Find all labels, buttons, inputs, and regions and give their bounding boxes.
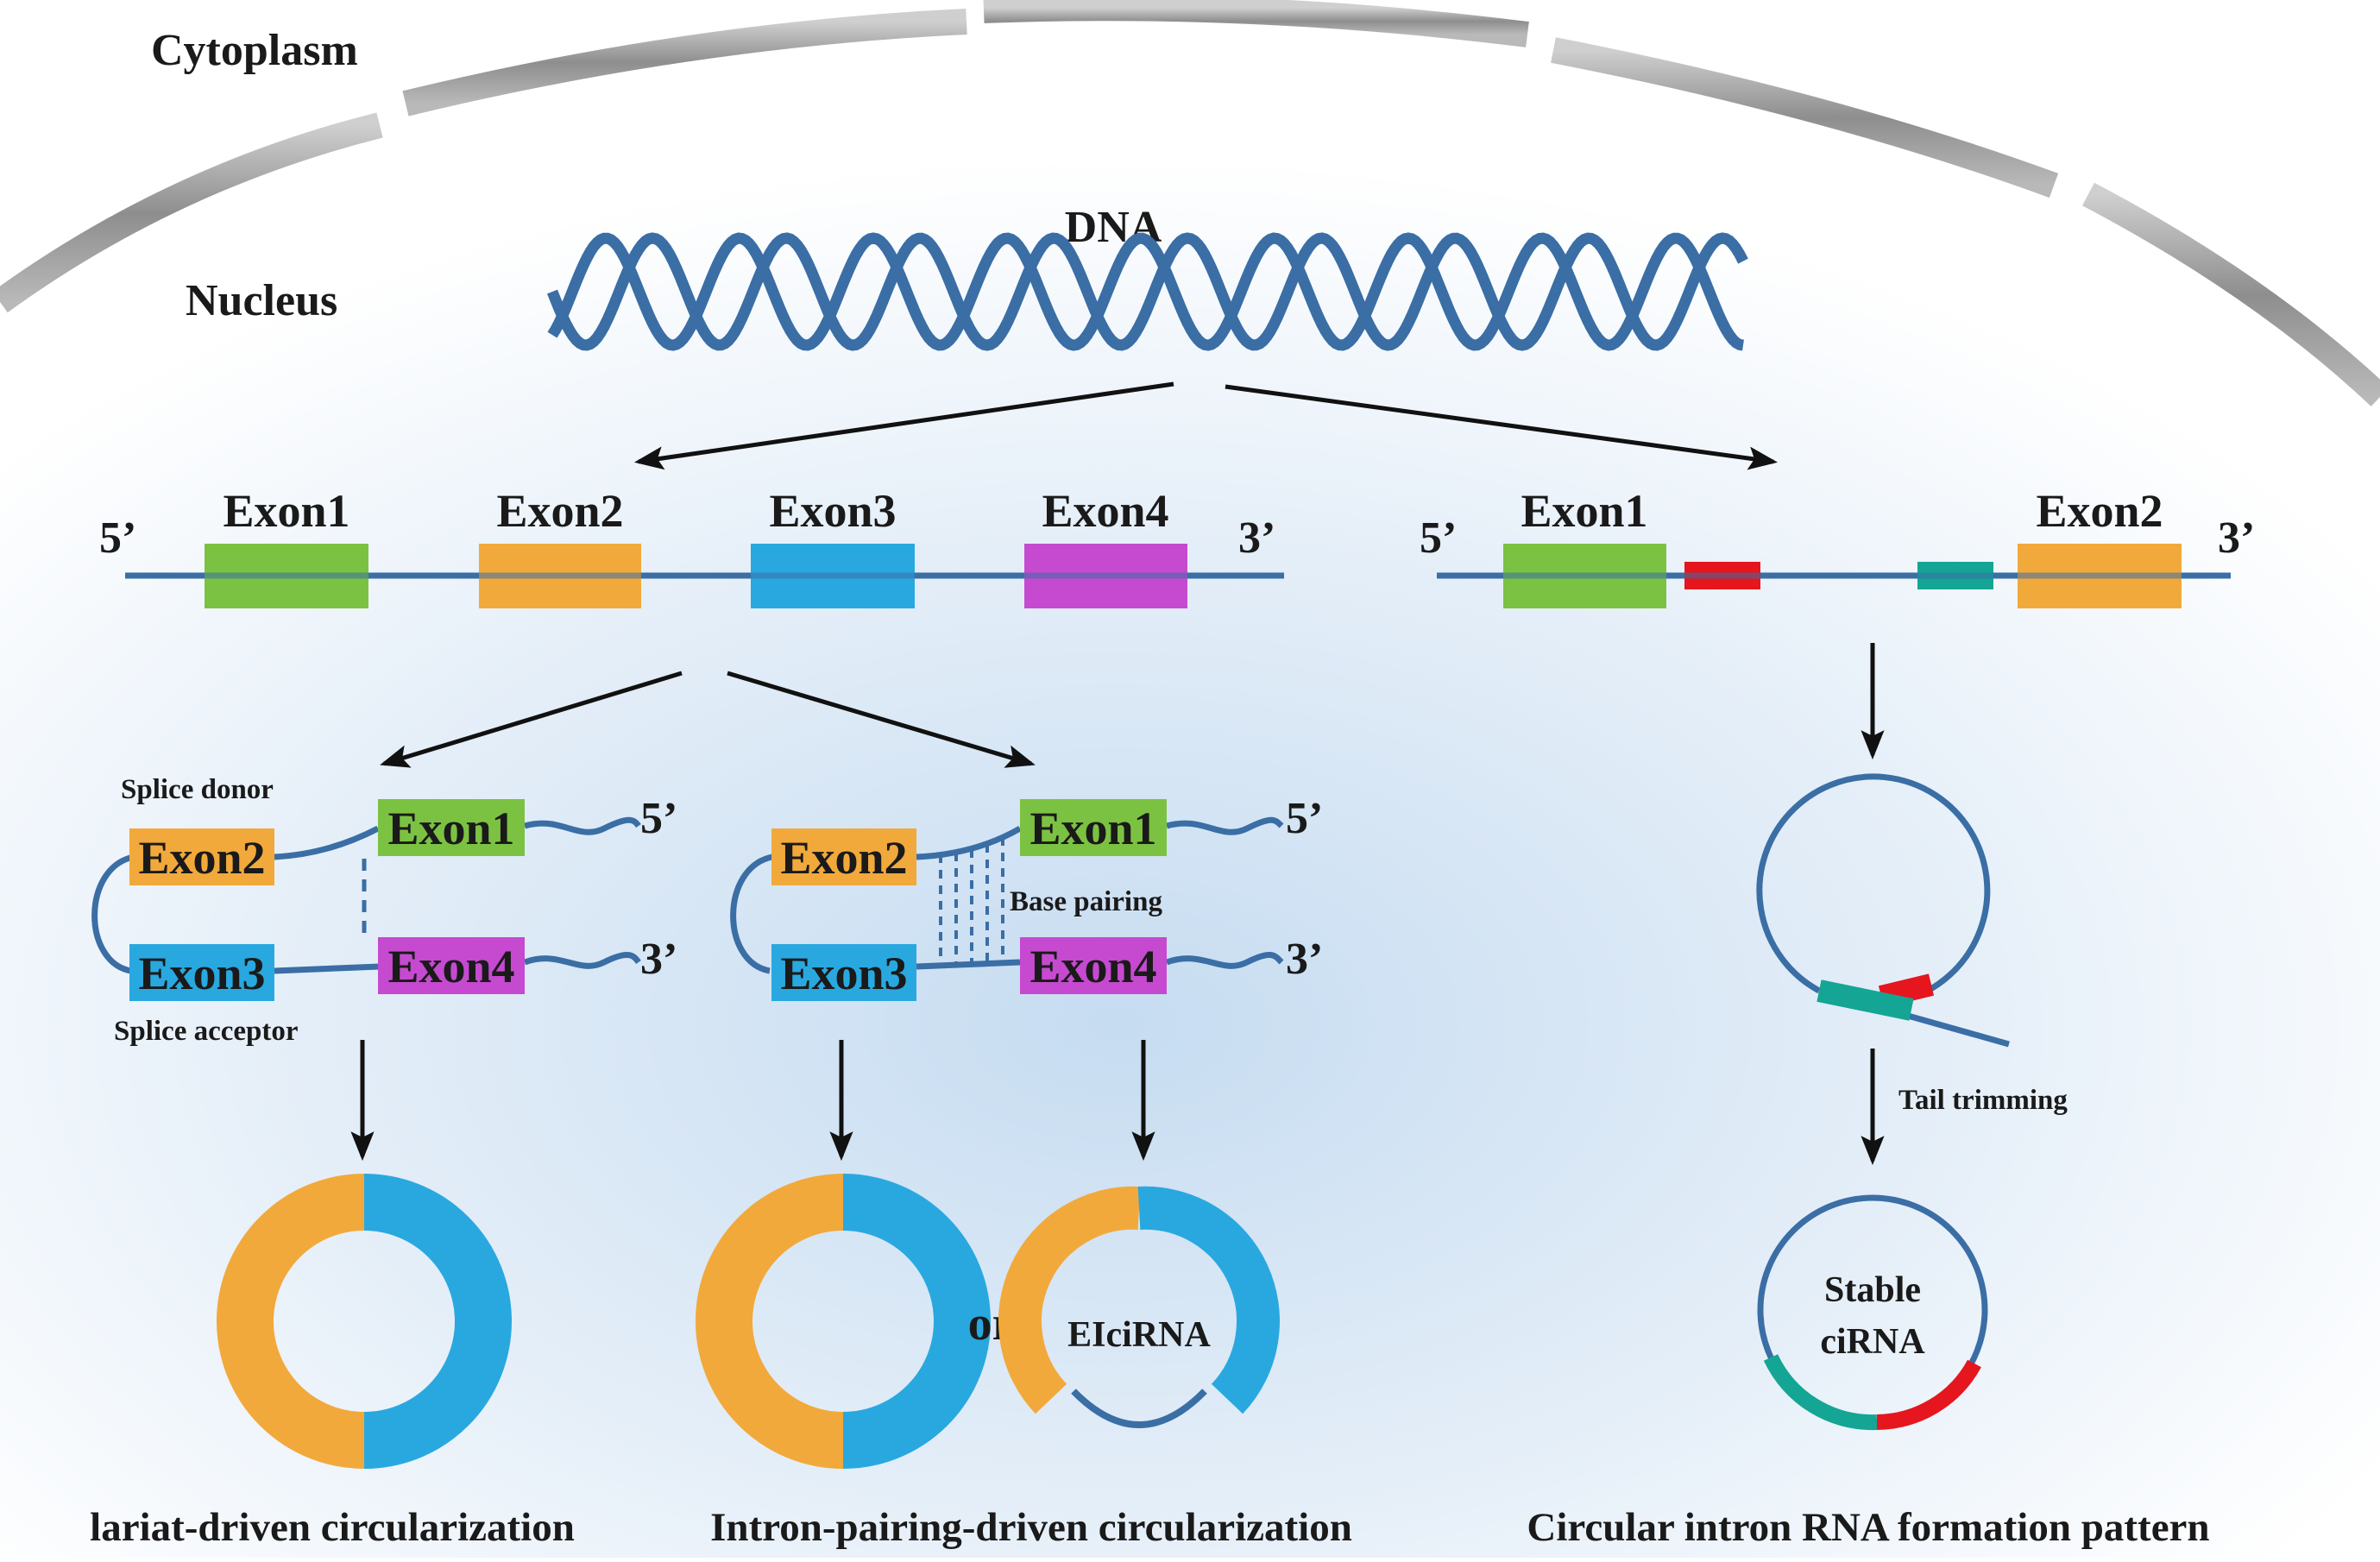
pairing-exon1-label: Exon1 [1029,803,1156,854]
lariat-exon4-label: Exon4 [387,941,514,992]
tail-trimming-label: Tail trimming [1898,1085,2068,1116]
base-pairing-lines [939,837,1004,965]
pairing-exon4-label: Exon4 [1029,941,1156,992]
right-gene-five-prime: 5’ [1420,513,1457,563]
circular-intron-mechanism: Tail trimming Stable ciRNA Circular intr… [1527,643,2210,1550]
splice-donor-label: Splice donor [121,774,274,805]
base-pairing-label: Base pairing [1010,886,1162,917]
left-gene-five-prime: 5’ [99,513,136,563]
right-gene-three-prime: 3’ [2218,513,2255,563]
pairing-ecircrna-ring [696,1174,991,1469]
right-gene-exon2: Exon2 [2018,485,2182,608]
nucleus-label: Nucleus [186,276,337,325]
lariat-exon1-box [378,799,525,856]
intron-pairing-mechanism: Base pairing Exon2 Exon1 Exon3 Exon4 5’ … [696,794,1352,1550]
right-gene-exon1: Exon1 [1503,485,1666,608]
pairing-exon3-label: Exon3 [780,948,907,999]
pairing-exon4-box [1020,937,1167,994]
lariat-mechanism: Splice donor Splice acceptor Exon2 Exon1… [90,774,677,1550]
arrow-to-lariat [380,671,683,768]
pairing-three-prime: 3’ [1286,935,1323,984]
lariat-exon2-box [129,828,274,885]
dna-helix [546,232,1748,351]
stable-cirna-line2: ciRNA [1820,1322,1925,1362]
lariat-exon1-label: Exon1 [387,803,514,854]
nucleus-area [0,155,2380,1558]
intron-lariat-ring [1756,773,1991,1003]
nuclear-envelope [0,0,2380,406]
right-gene-exon1-label: Exon1 [1521,485,1647,537]
pairing-exon1-box [1020,799,1167,856]
stable-cirna-ring [1757,1194,1988,1431]
left-gene-exon4: Exon4 [1024,485,1187,608]
left-gene-exon1: Exon1 [205,485,368,608]
left-gene-exon2: Exon2 [479,485,641,608]
lariat-circrna-ring [217,1174,512,1469]
left-gene: 5’ 3’ Exon1 Exon2 Exon3 Exon4 [99,485,1284,608]
pairing-exon3-box [771,944,916,1001]
lariat-caption: lariat-driven circularization [90,1505,575,1550]
left-gene-exon3: Exon3 [751,485,915,608]
lariat-exon3-box [129,944,274,1001]
stable-cirna-line1: Stable [1824,1270,1921,1310]
arrow-to-intron-pairing [727,671,1036,768]
arrow-dna-to-left-gene [633,381,1174,470]
right-gene-exon2-label: Exon2 [2036,485,2163,537]
intron-pairing-caption: Intron-pairing-driven circularization [710,1505,1352,1550]
left-gene-exon1-label: Exon1 [223,485,349,537]
left-gene-exon3-label: Exon3 [769,485,896,537]
lariat-exon3-label: Exon3 [138,948,265,999]
left-gene-exon2-label: Exon2 [496,485,623,537]
lariat-exon4-box [378,937,525,994]
circular-intron-caption: Circular intron RNA formation pattern [1527,1505,2209,1550]
eicirna-ring [998,1186,1280,1428]
cytoplasm-label: Cytoplasm [151,26,358,75]
eicirna-label: EIciRNA [1067,1315,1211,1355]
left-gene-three-prime: 3’ [1238,513,1275,563]
lariat-three-prime: 3’ [640,935,677,984]
splice-acceptor-label: Splice acceptor [114,1016,299,1047]
lariat-exon2-label: Exon2 [138,832,265,884]
right-gene: 5’ 3’ Exon1 Exon2 [1420,485,2255,608]
pairing-five-prime: 5’ [1286,794,1323,843]
lariat-five-prime: 5’ [640,794,677,843]
left-gene-exon4-label: Exon4 [1042,485,1168,537]
arrow-dna-to-right-gene [1225,384,1779,470]
pairing-exon2-box [771,828,916,885]
pairing-exon2-label: Exon2 [780,832,907,884]
